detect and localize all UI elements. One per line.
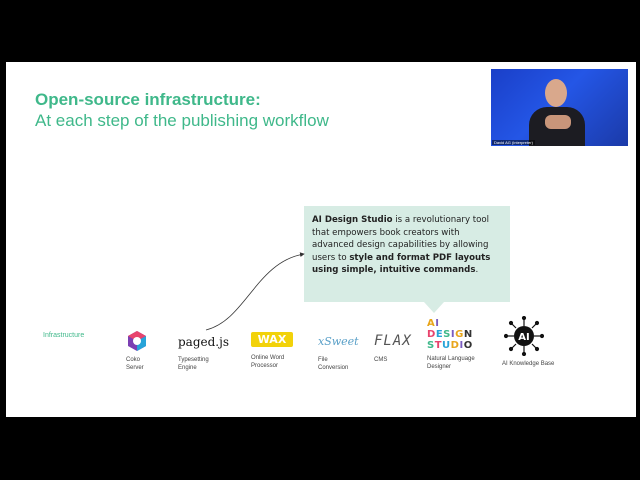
tool-wax[interactable]: WAX Online Word Processor [251, 332, 293, 370]
xsweet-logo: xSweet [318, 332, 359, 352]
tool-label-line2: Engine [178, 365, 197, 371]
ai-brain-icon-text: AI [518, 332, 529, 343]
tool-xsweet[interactable]: xSweet File Conversion [318, 332, 359, 372]
pagedjs-logo: paged.js [178, 332, 229, 352]
tool-label-line2: Designer [427, 364, 451, 370]
tool-label-line1: Coko [126, 357, 140, 363]
tool-label-line1: File [318, 357, 328, 363]
tool-ai-knowledge-base[interactable]: AI AI Knowledge Base [502, 316, 554, 368]
ai-design-studio-logo: AI DESIGN STUDIO [427, 318, 473, 351]
tool-label-line1: Online Word [251, 355, 284, 361]
tool-flax[interactable]: FLAX CMS [374, 330, 412, 364]
flax-logo: FLAX [374, 330, 412, 352]
tool-pagedjs[interactable]: paged.js Typesetting Engine [178, 332, 229, 372]
wax-logo: WAX [251, 332, 293, 347]
tool-label-line1: Natural Language [427, 356, 475, 362]
tool-coko-server[interactable]: Coko Server [126, 330, 148, 372]
tool-label: Coko Server [126, 356, 148, 372]
tool-label-line1: Typesetting [178, 357, 209, 363]
tool-label-line2: Server [126, 365, 144, 371]
tool-label-line1: AI Knowledge Base [502, 361, 554, 367]
infrastructure-label: Infrastructure [43, 332, 84, 339]
tool-label: File Conversion [318, 356, 359, 372]
tool-label: CMS [374, 356, 412, 364]
tool-label: Natural Language Designer [427, 355, 475, 371]
tool-label-line2: Processor [251, 363, 278, 369]
tool-label: AI Knowledge Base [502, 360, 554, 368]
ai-brain-icon: AI [504, 316, 544, 356]
presentation-slide: Open-source infrastructure: At each step… [6, 62, 636, 417]
tool-label-line2: Conversion [318, 365, 348, 371]
tool-label-line1: CMS [374, 357, 387, 363]
tool-label: Online Word Processor [251, 354, 293, 370]
coko-cube-icon [126, 330, 148, 352]
tool-label: Typesetting Engine [178, 356, 229, 372]
tool-ai-design-studio[interactable]: AI DESIGN STUDIO Natural Language Design… [427, 318, 475, 371]
